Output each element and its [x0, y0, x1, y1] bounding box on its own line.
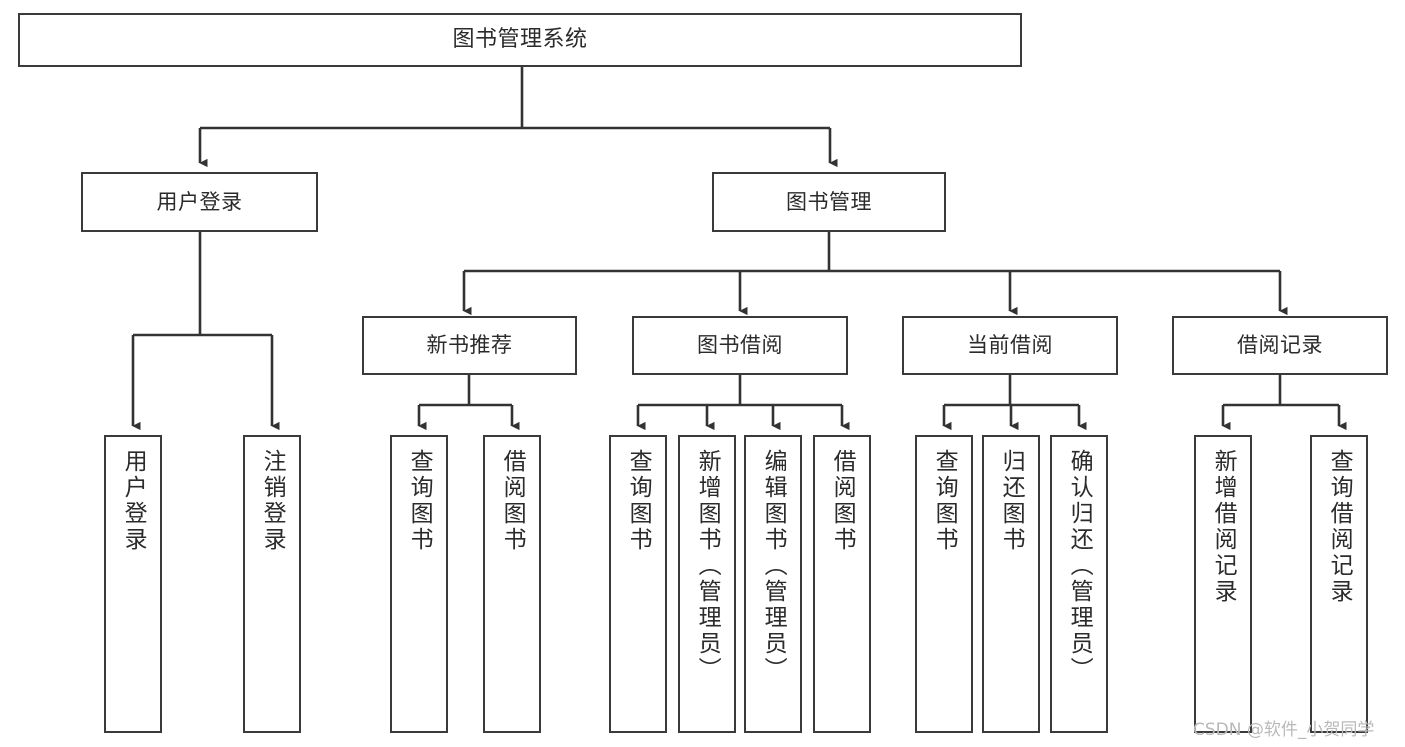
node-leaf-confirm-return-label: 确认归还（管理员）: [1066, 449, 1093, 683]
node-leaf-user-login-label: 用户登录: [120, 449, 147, 553]
node-leaf-edit-book[interactable]: 编辑图书（管理员）: [744, 435, 802, 733]
node-root-label: 图书管理系统: [452, 27, 588, 53]
node-leaf-borrow-book-1[interactable]: 借阅图书: [483, 435, 541, 733]
node-leaf-borrow-book-2[interactable]: 借阅图书: [813, 435, 871, 733]
node-leaf-query-book-2-label: 查询图书: [625, 449, 652, 553]
node-book-manage-label: 图书管理: [786, 189, 872, 214]
node-new-book-recommend-label: 新书推荐: [426, 333, 513, 358]
node-user-login-label: 用户登录: [156, 189, 243, 214]
node-user-login[interactable]: 用户登录: [81, 172, 318, 232]
node-leaf-edit-book-label: 编辑图书（管理员）: [760, 449, 787, 683]
node-current-borrow-label: 当前借阅: [967, 333, 1053, 358]
node-leaf-borrow-book-2-label: 借阅图书: [829, 449, 856, 553]
node-book-borrow-label: 图书借阅: [697, 333, 783, 358]
node-leaf-return-book-label: 归还图书: [998, 449, 1025, 553]
node-leaf-query-record[interactable]: 查询借阅记录: [1310, 435, 1368, 733]
node-root[interactable]: 图书管理系统: [18, 13, 1022, 67]
node-book-borrow[interactable]: 图书借阅: [632, 316, 848, 375]
node-leaf-confirm-return[interactable]: 确认归还（管理员）: [1050, 435, 1108, 733]
node-leaf-logout-login-label: 注销登录: [259, 449, 286, 553]
node-leaf-query-book-2[interactable]: 查询图书: [609, 435, 667, 733]
node-leaf-add-record[interactable]: 新增借阅记录: [1194, 435, 1252, 733]
node-leaf-query-book-1-label: 查询图书: [406, 449, 433, 553]
watermark-text: CSDN @软件_小贺同学: [1193, 720, 1375, 740]
node-new-book-recommend[interactable]: 新书推荐: [362, 316, 577, 375]
node-leaf-logout-login[interactable]: 注销登录: [243, 435, 301, 733]
node-leaf-query-book-3-label: 查询图书: [931, 449, 958, 553]
node-leaf-user-login[interactable]: 用户登录: [104, 435, 162, 733]
node-leaf-query-book-1[interactable]: 查询图书: [390, 435, 448, 733]
node-current-borrow[interactable]: 当前借阅: [902, 316, 1118, 375]
node-book-manage[interactable]: 图书管理: [712, 172, 946, 232]
node-leaf-query-record-label: 查询借阅记录: [1326, 449, 1353, 605]
node-leaf-add-book[interactable]: 新增图书（管理员）: [678, 435, 736, 733]
node-leaf-return-book[interactable]: 归还图书: [982, 435, 1040, 733]
node-leaf-add-record-label: 新增借阅记录: [1210, 449, 1237, 605]
node-leaf-borrow-book-1-label: 借阅图书: [499, 449, 526, 553]
node-leaf-query-book-3[interactable]: 查询图书: [915, 435, 973, 733]
node-leaf-add-book-label: 新增图书（管理员）: [694, 449, 721, 683]
node-borrow-record[interactable]: 借阅记录: [1172, 316, 1388, 375]
node-borrow-record-label: 借阅记录: [1237, 333, 1323, 358]
